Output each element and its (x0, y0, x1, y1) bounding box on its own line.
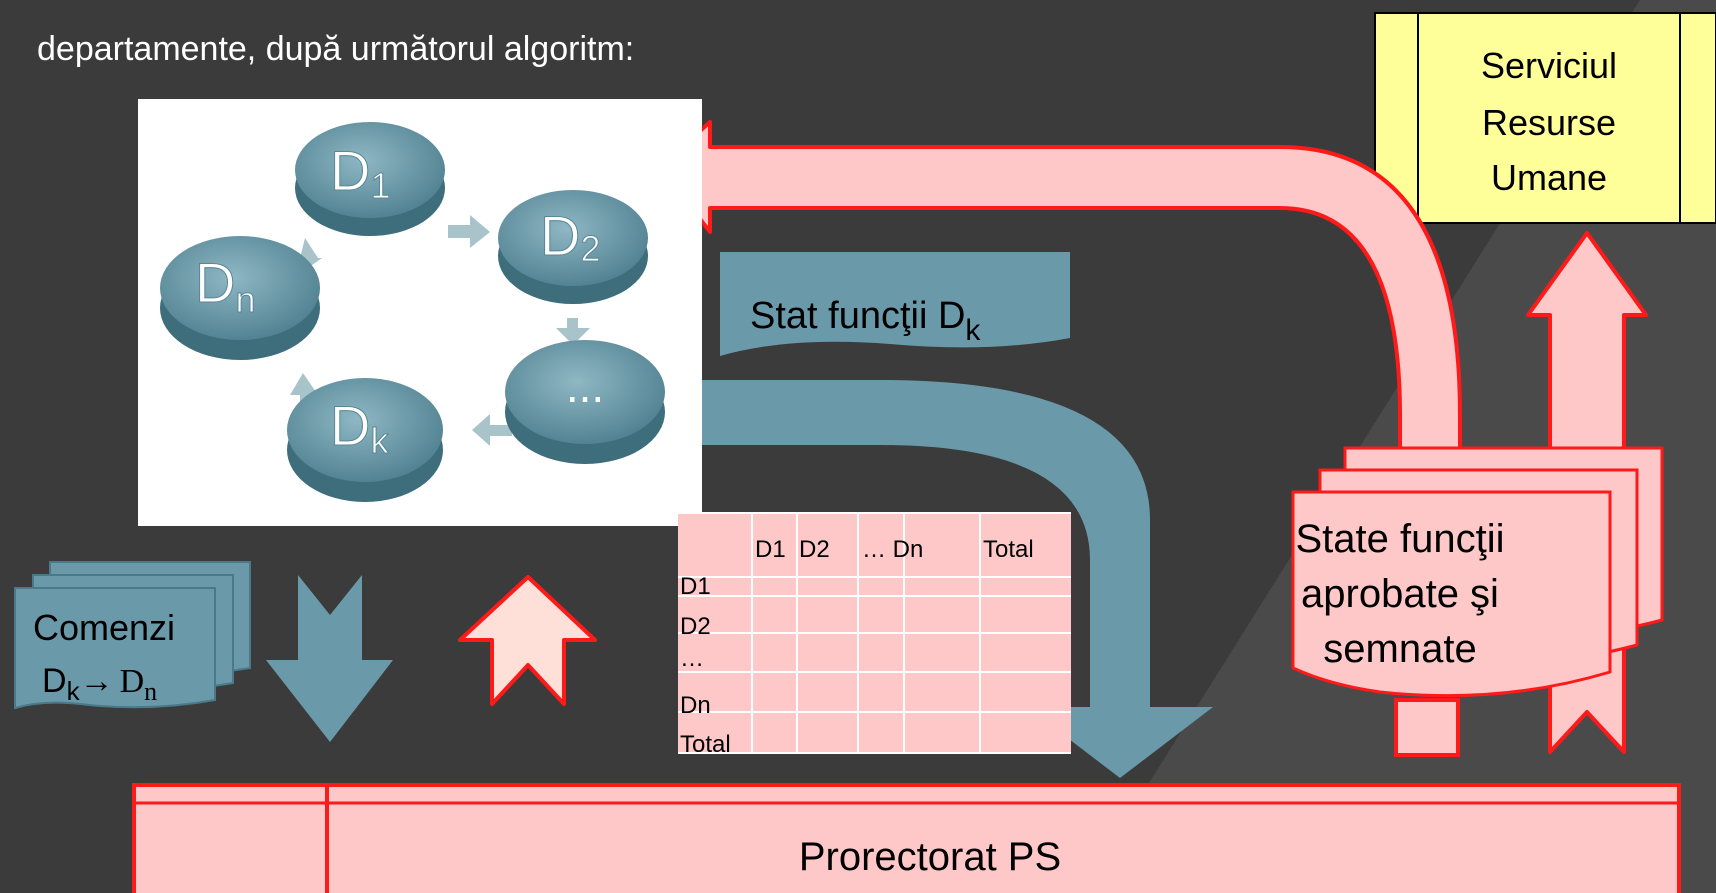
comenzi-documents (14, 561, 251, 710)
disc-dk: Dk (287, 378, 443, 502)
comenzi-line1: Comenzi (33, 607, 175, 648)
department-matrix: D1 D2 … Dn Total D1 D2 … Dn Total (678, 512, 1071, 758)
down-arrow (266, 575, 393, 742)
matrix-col-total: Total (983, 536, 1034, 563)
hr-service-box: Serviciul Resurse Umane (1374, 12, 1716, 224)
matrix-col-d1: D1 (755, 536, 786, 563)
svg-text:D1: D1 (330, 139, 390, 206)
comenzi-line2: Dk→Dn (42, 662, 157, 706)
small-up-arrow (458, 575, 597, 706)
approved-line2: aprobate şi (1301, 572, 1499, 616)
svg-text:Dk: Dk (330, 394, 389, 461)
matrix-row-total: Total (680, 731, 731, 758)
disc-ellipsis: ... (505, 340, 665, 464)
prorectorat-label: Prorectorat PS (799, 835, 1061, 879)
prorectorat-box: Prorectorat PS (132, 783, 1681, 893)
svg-text:Dn: Dn (195, 251, 255, 320)
matrix-row-d1: D1 (680, 573, 711, 600)
approved-line3: semnate (1323, 627, 1476, 671)
disc-d2: D2 (498, 190, 648, 304)
approval-return-arrow (658, 120, 1462, 467)
matrix-col-dn: … Dn (862, 536, 923, 563)
stat-functii-document (720, 252, 1070, 356)
documents-stem (1394, 698, 1460, 757)
hr-line2: Resurse (1482, 102, 1616, 143)
disc-d1: D1 (295, 122, 445, 236)
approved-line1: State funcţii (1295, 517, 1504, 561)
matrix-row-dn: Dn (680, 692, 711, 719)
disc-dn: Dn (160, 236, 320, 360)
matrix-row-d2: D2 (680, 613, 711, 640)
svg-text:D2: D2 (540, 204, 600, 269)
hr-line1: Serviciul (1481, 45, 1617, 86)
svg-text:...: ... (566, 360, 604, 412)
stat-functii-label: Stat funcţii Dk (750, 295, 981, 347)
hr-line3: Umane (1491, 157, 1607, 198)
cycle-to-prorectorat-arrow (690, 380, 1213, 778)
approved-state-documents (1291, 446, 1664, 698)
intro-text: departamente, după următorul algoritm: (37, 30, 634, 68)
matrix-row-ellipsis: … (680, 645, 704, 672)
matrix-col-d2: D2 (799, 536, 830, 563)
